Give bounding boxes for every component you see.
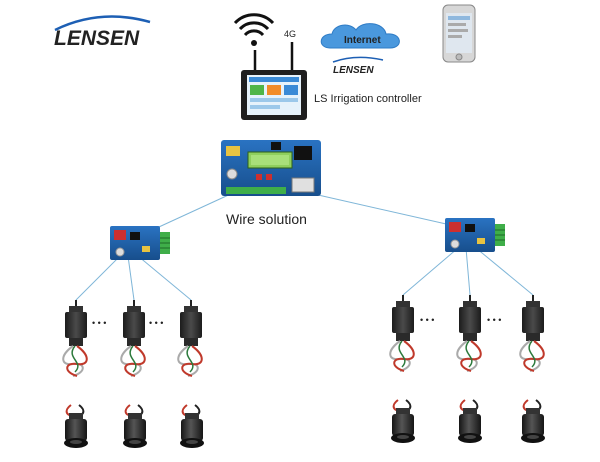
wire-connection-line (304, 191, 456, 227)
wire-decoder (389, 294, 415, 372)
controller-label: LS Irrigation controller (314, 93, 422, 105)
touch-screen-controller (241, 42, 307, 120)
cloud-logo-text: LENSEN (333, 65, 374, 76)
wire-connection-line (475, 247, 534, 296)
ellipsis-right-2: • • • (487, 315, 501, 325)
cloud-label: Internet (344, 35, 381, 46)
wire-solution-label: Wire solution (226, 211, 307, 227)
ellipsis-right-1: • • • (420, 315, 434, 325)
4g-label: 4G (284, 29, 296, 39)
ellipsis-left-2: • • • (149, 318, 163, 328)
smartphone-icon (442, 4, 476, 63)
decoder-board-left (109, 225, 171, 261)
main-circuit-board (221, 140, 321, 196)
wire-connection-line (147, 191, 236, 233)
wire-decoder (519, 294, 545, 372)
wire-decoder (62, 299, 88, 377)
solenoid-valve (457, 399, 483, 444)
internet-cloud-icon (320, 23, 400, 49)
lensen-logo-text: LENSEN (54, 27, 140, 50)
wire-connection-line (402, 247, 459, 296)
wire-connection-line (137, 255, 192, 301)
solenoid-valve (63, 404, 89, 449)
solenoid-valve (122, 404, 148, 449)
wire-connection-line (465, 247, 471, 296)
lensen-logo: LENSEN (54, 15, 151, 50)
solenoid-valve (390, 399, 416, 444)
wifi-icon (233, 13, 275, 46)
wire-decoder (177, 299, 203, 377)
solenoid-valve (179, 404, 205, 449)
wire-decoder (120, 299, 146, 377)
wire-decoder (456, 294, 482, 372)
wire-connection-line (75, 255, 121, 301)
wire-connection-line (127, 255, 135, 301)
decoder-board-right (444, 217, 506, 253)
ellipsis-left-1: • • • (92, 318, 106, 328)
solenoid-valve (520, 399, 546, 444)
